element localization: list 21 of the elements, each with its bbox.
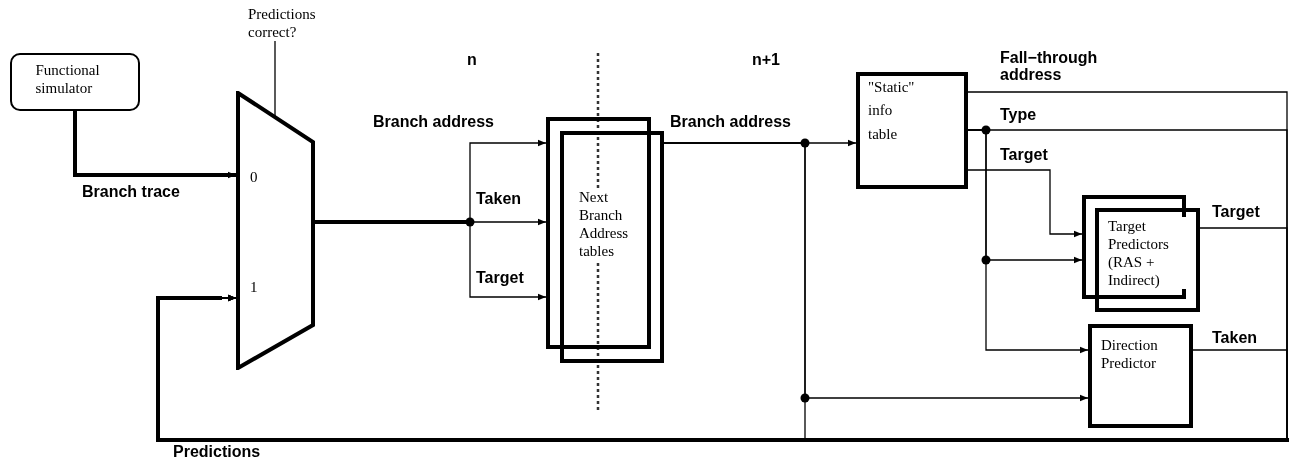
node-label: "Static" info table	[868, 78, 916, 144]
arrow	[967, 169, 1083, 238]
node-label: Functional simulator	[35, 60, 101, 97]
input-label: 1	[250, 278, 259, 296]
predictor-stack	[1082, 195, 1200, 312]
arrow	[73, 111, 236, 179]
edge-label: Target	[1212, 204, 1260, 221]
predictor-box	[1088, 324, 1193, 428]
table-box	[856, 72, 968, 189]
node-label: Target Predictors (RAS + Indirect)	[1108, 217, 1188, 289]
multiplexer	[236, 91, 315, 370]
arrow	[967, 129, 1089, 354]
input-label: 0	[250, 168, 259, 186]
edge-label: Target	[1000, 147, 1048, 164]
edge-label: Type	[1000, 107, 1037, 124]
node-label: Direction Predictor	[1101, 336, 1159, 372]
simulator-box	[10, 53, 140, 111]
edge-label: Target	[476, 270, 524, 287]
node-label: Predictions correct?	[248, 5, 317, 41]
table-stack	[546, 117, 664, 363]
connector-line	[274, 40, 276, 117]
